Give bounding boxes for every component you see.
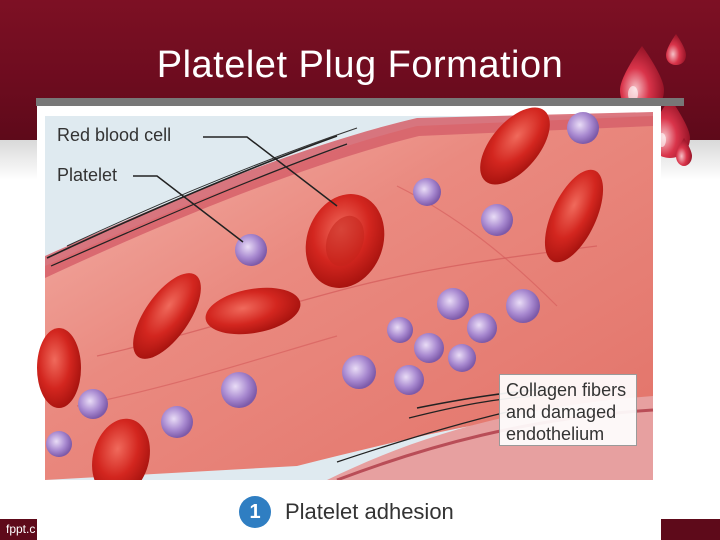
title-underline — [36, 98, 684, 106]
label-red-blood-cell: Red blood cell — [57, 125, 172, 145]
callout-line: and damaged — [506, 402, 617, 422]
platelet-adhesion-figure: Red blood cell Platelet Collagen fibers … — [37, 106, 661, 540]
step-number-badge: 1 — [239, 496, 271, 528]
footer-text: fppt.c — [6, 522, 36, 536]
collagen-callout: Collagen fibers and damaged endothelium — [499, 374, 637, 446]
callout-line: endothelium — [506, 424, 605, 444]
blood-vessel-illustration — [37, 107, 661, 540]
callout-line: Collagen fibers — [506, 380, 627, 400]
label-platelet: Platelet — [57, 165, 118, 185]
blood-drops-icon — [620, 34, 692, 166]
slide-title: Platelet Plug Formation — [156, 44, 564, 86]
step-label: Platelet adhesion — [285, 499, 454, 524]
platelet-cluster — [46, 112, 599, 457]
